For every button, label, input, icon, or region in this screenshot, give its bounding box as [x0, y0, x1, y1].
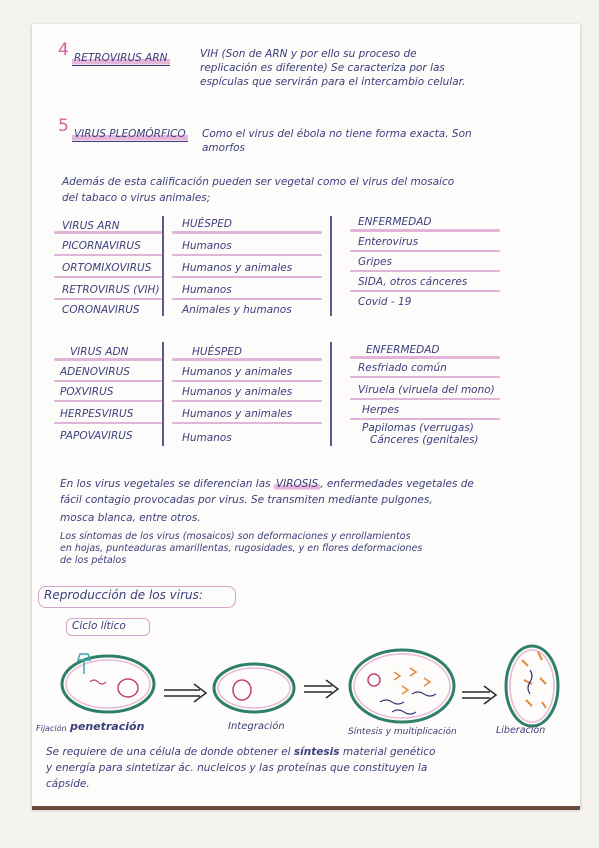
- arn-header-virus: VIRUS ARN: [62, 220, 120, 232]
- section-4-line-1: VIH (Son de ARN y por ello su proceso de: [200, 48, 417, 60]
- adn-row-4-disease-extra: Cánceres (genitales): [370, 434, 479, 446]
- adn-row-1-host: Humanos y animales: [182, 366, 293, 378]
- arrow-1-icon: [164, 683, 208, 703]
- arn-row-2-virus: ORTOMIXOVIRUS: [62, 262, 152, 274]
- arn-row-3-host: Humanos: [182, 284, 232, 296]
- arn-row-2-host: Humanos y animales: [182, 262, 293, 274]
- paragraph-1-after: , enfermedades vegetales de: [320, 478, 474, 490]
- arn-row-2-disease: Gripes: [358, 256, 392, 268]
- adn-header-disease: ENFERMEDAD: [366, 344, 440, 356]
- section-4-line-2: replicación es diferente) Se caracteriza…: [200, 62, 445, 74]
- arn-row-1-disease: Enterovirus: [358, 236, 419, 248]
- stage-fijacion: Fijación: [36, 724, 67, 733]
- arn-header-disease: ENFERMEDAD: [358, 216, 432, 228]
- section-5-line-2: amorfos: [202, 142, 245, 154]
- adn-row-3-disease: Herpes: [362, 404, 400, 416]
- arn-row-4-host: Animales y humanos: [182, 304, 292, 316]
- adn-row-1-disease: Resfriado común: [358, 362, 447, 374]
- section-5-number: 5: [58, 116, 69, 136]
- adn-row-3-host: Humanos y animales: [182, 408, 293, 420]
- arrow-3-icon: [462, 685, 498, 705]
- section-5-label: VIRUS PLEOMÓRFICO: [72, 128, 188, 142]
- paragraph-1-before: En los virus vegetales se diferencian la…: [60, 478, 271, 490]
- section-4-number: 4: [58, 40, 69, 60]
- adn-row-2-host: Humanos y animales: [182, 386, 293, 398]
- cell-synthesis-icon: [348, 648, 456, 724]
- repro-title: Reproducción de los virus:: [44, 588, 203, 602]
- notebook-page: 4 RETROVIRUS ARN VIH (Son de ARN y por e…: [32, 24, 580, 809]
- section-5-line-1: Como el virus del ébola no tiene forma e…: [202, 128, 472, 140]
- stage-sintesis: Síntesis y multiplicación: [348, 727, 457, 737]
- repro-cycle-box: [66, 618, 150, 636]
- arn-row-3-virus: RETROVIRUS (VIH): [62, 284, 160, 296]
- paragraph-1-line-3: mosca blanca, entre otros.: [60, 512, 201, 524]
- adn-row-2-disease: Viruela (viruela del mono): [358, 384, 495, 396]
- conclusion-emph: síntesis: [293, 746, 340, 758]
- stage-liberacion: Liberación: [496, 725, 546, 736]
- intro-line-2: del tabaco o virus animales;: [62, 192, 211, 204]
- paragraph-1-highlight: VIROSIS: [273, 478, 321, 490]
- paragraph-2-line-3: de los pétalos: [60, 555, 127, 566]
- adn-row-4-virus: PAPOVAVIRUS: [60, 430, 133, 442]
- paragraph-2-line-2: en hojas, punteaduras amarillentas, rugo…: [60, 543, 423, 554]
- section-4-label: RETROVIRUS ARN: [72, 52, 170, 66]
- cell-release-icon: [504, 644, 560, 728]
- paragraph-1-line-1: En los virus vegetales se diferencian la…: [60, 478, 474, 491]
- intro-line-1: Además de esta calificación pueden ser v…: [62, 176, 455, 188]
- adn-header-virus: VIRUS ADN: [70, 346, 129, 358]
- paragraph-2-line-1: Los síntomas de los virus (mosaicos) son…: [60, 531, 411, 542]
- paragraph-1-line-2: fácil contagio provocadas por virus. Se …: [60, 494, 433, 506]
- section-4-line-3: espículas que servirán para el intercamb…: [200, 76, 466, 88]
- repro-cycle: Ciclo lítico: [72, 620, 126, 632]
- conclusion-line-3: cápside.: [46, 778, 90, 790]
- repro-title-box: [38, 586, 236, 608]
- arn-row-1-virus: PICORNAVIRUS: [62, 240, 141, 252]
- conclusion-before: Se requiere de una célula de donde obten…: [46, 746, 291, 758]
- adn-row-4-host: Humanos: [182, 432, 232, 444]
- stage-integracion: Integración: [228, 721, 285, 732]
- adn-row-4-disease: Papilomas (verrugas): [362, 422, 474, 434]
- arn-row-4-virus: CORONAVIRUS: [62, 304, 140, 316]
- adn-row-1-virus: ADENOVIRUS: [60, 366, 130, 378]
- cell-penetration-icon: [60, 653, 156, 714]
- adn-row-2-virus: POXVIRUS: [60, 386, 114, 398]
- conclusion-line-1: Se requiere de una célula de donde obten…: [46, 746, 435, 759]
- lytic-cycle-diagram: [60, 644, 560, 728]
- cell-integration-icon: [212, 662, 296, 714]
- adn-row-3-virus: HERPESVIRUS: [60, 408, 134, 420]
- conclusion-after: material genético: [342, 746, 436, 758]
- arn-row-1-host: Humanos: [182, 240, 232, 252]
- stage-penetracion: penetración: [70, 720, 145, 733]
- adn-header-host: HUÉSPED: [192, 346, 242, 358]
- arn-row-4-disease: Covid - 19: [358, 296, 412, 308]
- arrow-2-icon: [304, 679, 340, 699]
- conclusion-line-2: y energía para sintetizar ác. nucleicos …: [46, 762, 428, 774]
- arn-row-3-disease: SIDA, otros cánceres: [358, 276, 468, 288]
- page-edge: [32, 806, 580, 810]
- arn-header-host: HUÉSPED: [182, 218, 232, 230]
